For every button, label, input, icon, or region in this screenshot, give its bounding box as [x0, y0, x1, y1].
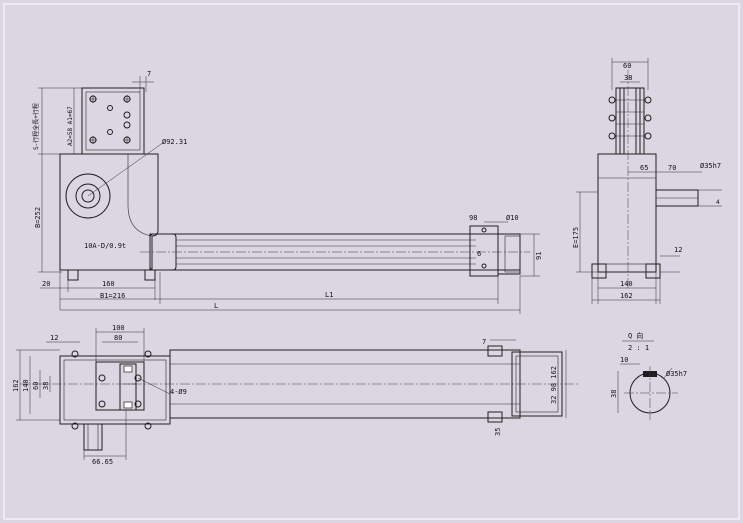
top-end-block [511, 351, 563, 417]
dim-a-label: A2=58 A1=67 [67, 106, 74, 146]
key-stub [83, 423, 103, 451]
dim-6-label: 6 [477, 250, 481, 258]
dim-91-label: 91 [535, 252, 543, 260]
dim-l-label: L [214, 302, 218, 310]
dim-right-label: 32 98 162 [550, 366, 558, 404]
detail-scale: 2 : 1 [628, 344, 649, 352]
dim-160-label: 160 [102, 280, 115, 288]
dim-4-label: 4 [716, 199, 720, 206]
front-view: 7 S-行程全長+行程 A2=58 A1=67 B=252 Ø92.31 10A… [32, 70, 543, 314]
dim-stroke-note: S-行程全長+行程 [32, 103, 40, 150]
dim-98-label: 98 [469, 214, 477, 222]
dim-left-60-label: 60 [32, 382, 40, 390]
flange-bolt-holes [89, 95, 131, 144]
dim-e-label: E=175 [572, 227, 580, 248]
dim-shaft-label: Ø35h7 [700, 162, 721, 170]
dim-l1-label: L1 [325, 291, 333, 299]
dim-65-label: 65 [640, 164, 648, 172]
dim-height-label: B=252 [34, 207, 42, 228]
detail-dim-38: 38 [610, 390, 618, 398]
dim-162-label: 162 [620, 292, 633, 300]
dim-66-label: 66.65 [92, 458, 113, 466]
dim-12-label: 12 [674, 246, 682, 254]
dim-140-label: 140 [620, 280, 633, 288]
detail-dim-shaft: Ø35h7 [666, 370, 687, 378]
dim-left-140-label: 140 [22, 379, 30, 392]
dim-holes-label: 4-Ø9 [170, 388, 187, 396]
dim-b1-label: B1=216 [100, 292, 125, 300]
dim-80-label: 80 [114, 334, 122, 342]
detail-q-view: Q 向 2 : 1 38 10 Ø35h7 [610, 331, 687, 420]
gear-housing [59, 153, 159, 271]
dim-20-label: 20 [42, 280, 50, 288]
dim-7-top-label: 7 [482, 338, 486, 346]
dim-100-label: 100 [112, 324, 125, 332]
dim-7-label: 7 [147, 70, 151, 78]
dim-60-label: 60 [623, 62, 631, 70]
dim-35-label: 35 [494, 428, 502, 436]
model-label: 10A-D/0.9t [84, 242, 126, 250]
dim-bore-label: Ø92.31 [162, 138, 187, 146]
dim-left-38-label: 38 [42, 382, 50, 390]
dim-phi10-label: Ø10 [506, 214, 519, 222]
top-view: 100 80 12 162 140 60 38 4-Ø9 66.65 7 35 … [12, 324, 580, 466]
dim-70-label: 70 [668, 164, 676, 172]
dim-left-162-label: 162 [12, 379, 20, 392]
detail-dim-10: 10 [620, 356, 628, 364]
detail-title: Q 向 [628, 331, 643, 340]
main-bore [65, 173, 111, 219]
dim-38-label: 38 [624, 74, 632, 82]
side-view: 60 38 70 65 Ø35h7 4 E=175 12 140 162 [572, 58, 722, 304]
dim-12-top-label: 12 [50, 334, 58, 342]
mount-holes [71, 350, 152, 430]
